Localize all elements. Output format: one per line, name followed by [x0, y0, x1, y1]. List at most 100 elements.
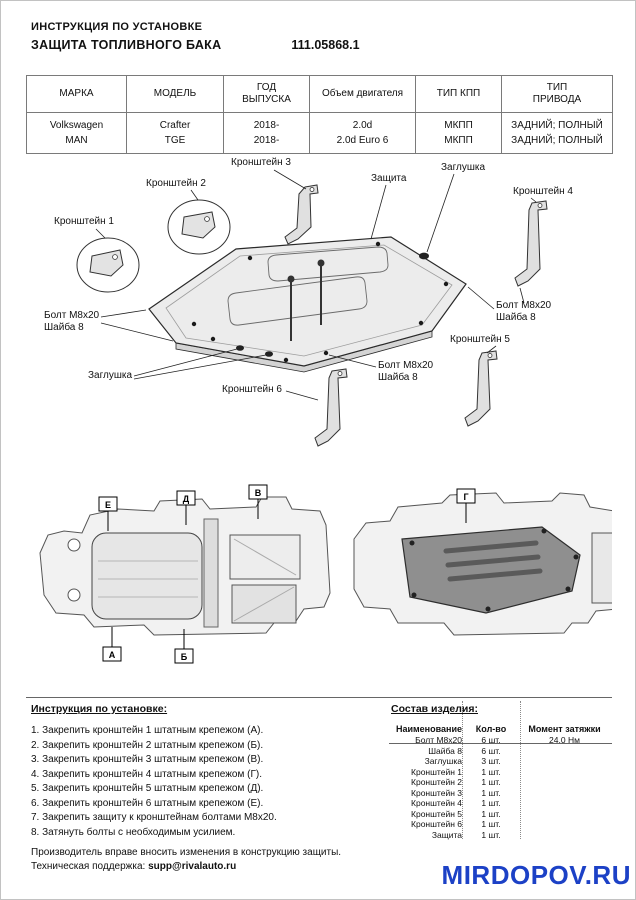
part-torque: [517, 756, 612, 767]
spec-cell: Crafter: [126, 112, 224, 133]
bracket-2-callout: [167, 199, 231, 255]
spec-cell: Volkswagen: [26, 112, 127, 133]
part-qty: 6 шт.: [481, 735, 501, 745]
bracket-6-drawing: [314, 368, 348, 447]
part-row: Кронштейн 4 1 шт.: [389, 798, 612, 809]
part-name: Кронштейн 1: [411, 766, 462, 777]
spec-cell: TGE: [126, 133, 224, 154]
parts-column-divider-2: [520, 701, 521, 839]
instruction-step: 3. Закрепить кронштейн 3 штатным крепежо…: [31, 754, 264, 765]
vehicle-spec-table: МАРКА МОДЕЛЬ ГОД ВЫПУСКА Объем двигателя…: [26, 75, 613, 154]
spec-cell: 2.0d Euro 6: [309, 133, 416, 154]
part-qty: 1 шт.: [481, 808, 501, 819]
spec-row-volkswagen: Volkswagen Crafter 2018- 2.0d МКПП ЗАДНИ…: [26, 112, 613, 133]
part-name: Болт М8х20: [415, 735, 462, 745]
part-name: Заглушка: [424, 756, 462, 766]
parts-header-name: Наименование: [395, 724, 462, 734]
shield-plate-drawing: [76, 169, 548, 447]
mounting-bolts: [287, 259, 325, 341]
part-qty: 1 шт.: [481, 777, 501, 787]
underbody-views: Е Д В А Б: [26, 469, 627, 689]
part-row: Кронштейн 5 1 шт.: [389, 809, 612, 820]
parts-header-rule: [389, 743, 612, 744]
spec-cell: МКПП: [415, 133, 502, 154]
part-qty: 1 шт.: [481, 829, 501, 840]
manufacturer-note: Производитель вправе вносить изменения в…: [31, 847, 342, 858]
part-torque: [517, 798, 612, 809]
support-label: Техническая поддержка:: [31, 861, 146, 872]
parts-header-torque: Момент затяжки: [528, 724, 601, 734]
spec-row-man: MAN TGE 2018- 2.0d Euro 6 МКПП ЗАДНИЙ; П…: [26, 133, 613, 154]
spec-header-engine: Объем двигателя: [309, 75, 416, 113]
part-name: Кронштейн 5: [411, 808, 462, 819]
callout-flag-d: Д: [183, 494, 190, 504]
spec-cell: 2018-: [223, 133, 310, 154]
diagram-label-bracket3: Кронштейн 3: [231, 157, 291, 168]
parts-column-divider-1: [462, 701, 463, 839]
instructions-title: Инструкция по установке:: [31, 703, 168, 715]
callout-flag-b: Б: [181, 652, 188, 662]
instruction-step: 1. Закрепить кронштейн 1 штатным крепежо…: [31, 725, 264, 736]
spec-header-year: ГОД ВЫПУСКА: [223, 75, 310, 113]
spec-header-drive: ТИП ПРИВОДА: [501, 75, 613, 113]
instruction-step: 6. Закрепить кронштейн 6 штатным крепежо…: [31, 797, 264, 809]
callout-flag-a: А: [109, 650, 116, 660]
header-kicker: ИНСТРУКЦИЯ ПО УСТАНОВКЕ: [31, 21, 203, 33]
bracket-4-drawing: [514, 200, 548, 287]
document-header: ИНСТРУКЦИЯ ПО УСТАНОВКЕ ЗАЩИТА ТОПЛИВНОГ…: [31, 21, 360, 52]
part-name: Шайба 8: [428, 745, 462, 756]
part-name: Защита: [431, 829, 462, 840]
instruction-step: 5. Закрепить кронштейн 5 штатным крепежо…: [31, 783, 264, 794]
bracket-5-drawing: [464, 350, 498, 427]
instruction-step: 4. Закрепить кронштейн 4 штатным крепежо…: [31, 768, 262, 780]
bolt-holes: [191, 241, 449, 363]
callout-flag-e: Е: [105, 500, 111, 510]
spec-cell: 2018-: [223, 112, 310, 133]
part-qty: 1 шт.: [481, 787, 501, 798]
spec-cell: 2.0d: [309, 112, 416, 133]
diagram-label-bracket4: Кронштейн 4: [513, 186, 573, 197]
part-row: Заглушка 3 шт.: [389, 756, 612, 767]
diagram-label-bracket2: Кронштейн 2: [146, 178, 206, 189]
part-torque: [517, 819, 612, 830]
instruction-steps: 1. Закрепить кронштейн 1 штатным крепежо…: [31, 724, 381, 840]
part-qty: 3 шт.: [481, 756, 501, 766]
exploded-parts-diagram: Кронштейн 3 Кронштейн 2 Защита Заглушка …: [26, 157, 612, 463]
spec-header-marka: МАРКА: [26, 75, 127, 113]
document-title: ЗАЩИТА ТОПЛИВНОГО БАКА: [31, 38, 222, 52]
instruction-step: 2. Закрепить кронштейн 2 штатным крепежо…: [31, 739, 264, 751]
plug-hole-bottom-1: [236, 345, 244, 351]
part-name: Кронштейн 6: [411, 819, 462, 829]
part-torque: [517, 767, 612, 778]
part-name: Кронштейн 4: [411, 798, 462, 808]
parts-header-qty: Кол-во: [475, 724, 507, 734]
part-torque: [517, 788, 612, 799]
section-divider: [26, 697, 612, 698]
spec-header-model: МОДЕЛЬ: [126, 75, 224, 113]
plug-hole-top: [419, 252, 429, 260]
underbody-left-drawing: Е Д В А Б: [39, 484, 331, 664]
part-row: Защита 1 шт.: [389, 830, 612, 841]
plug-hole-bottom-2: [265, 351, 273, 357]
bracket-1-callout: [76, 237, 140, 293]
installed-bolts: [409, 528, 579, 612]
parts-list: Состав изделия: Наименование Кол-во Моме…: [389, 703, 612, 840]
spec-cell: ЗАДНИЙ; ПОЛНЫЙ: [501, 133, 613, 154]
callout-flags-left: [98, 484, 268, 664]
diagram-label-bracket1: Кронштейн 1: [54, 216, 114, 227]
leader-lines: [95, 169, 537, 401]
callout-flag-g: Г: [463, 492, 468, 502]
diagram-label-bracket6: Кронштейн 6: [222, 384, 282, 395]
installation-instructions: Инструкция по установке: 1. Закрепить кр…: [31, 703, 381, 840]
part-qty: 1 шт.: [481, 798, 501, 808]
spec-header-gearbox: ТИП КПП: [415, 75, 502, 113]
part-number: 111.05868.1: [291, 38, 360, 52]
